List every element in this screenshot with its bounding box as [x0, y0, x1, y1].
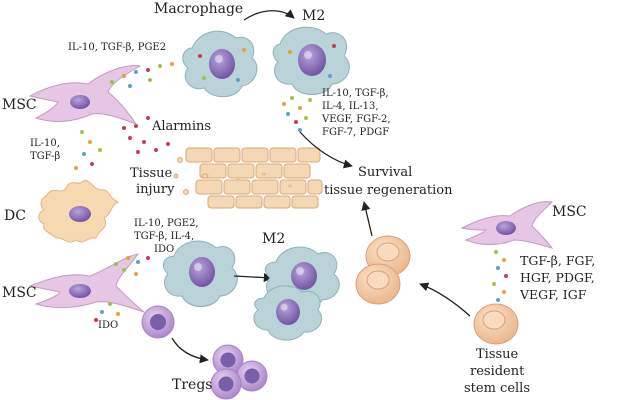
arrow-macrophage-to-m2	[243, 9, 295, 21]
msc-right-cell	[460, 201, 554, 249]
m2-top-label: M2	[302, 8, 325, 24]
factor-msc-bottom-1: IL-10, PGE2,	[134, 218, 199, 229]
alarmins-label: Alarmins	[151, 119, 211, 134]
msc-left-bottom-label: MSC	[2, 285, 37, 301]
secreted-factors-msc-right	[492, 250, 508, 302]
arrow-stem-to-proliferating	[419, 282, 471, 317]
alarmins-dots	[122, 116, 170, 154]
tregs-cluster	[210, 344, 268, 400]
dc-label: DC	[4, 208, 26, 224]
msc-left-bottom-cell	[28, 253, 145, 313]
factor-msc-bottom-2: TGF-β, IL-4,	[134, 231, 194, 242]
m2-macrophage-top	[272, 26, 350, 95]
secreted-factors-m2-top	[282, 96, 312, 132]
naive-t-cell	[141, 305, 175, 339]
dendritic-cell	[38, 179, 120, 243]
arrow-macrophage-to-m2-bottom	[233, 273, 273, 283]
factor-m2-top-2: IL-4, IL-13,	[322, 101, 379, 112]
msc-left-top-label: MSC	[2, 97, 37, 113]
tregs-label: Tregs	[172, 377, 212, 393]
factor-msc-bottom-3: IDO	[154, 244, 174, 255]
secreted-factors-msc-to-dc	[74, 130, 102, 170]
macrophage-bottom-cell	[162, 240, 238, 307]
survival-label-2: tissue regeneration	[324, 183, 453, 198]
factor-m2-top-1: IL-10, TGF-β,	[322, 88, 389, 99]
macrophage-cell	[182, 30, 258, 98]
macrophage-label: Macrophage	[154, 1, 243, 17]
injured-tissue	[173, 147, 323, 209]
arrow-to-tregs	[171, 337, 209, 364]
stem-label-1: Tissue	[476, 347, 519, 362]
tissue-injury-label-1: Tissue	[130, 166, 173, 181]
ido-label: IDO	[98, 320, 118, 331]
tissue-resident-stem-cell	[473, 303, 519, 345]
m2-macrophage-bottom	[253, 246, 340, 341]
secreted-factors-ido	[94, 302, 120, 322]
arrow-proliferating-to-survival	[361, 201, 373, 237]
survival-label-1: Survival	[358, 165, 412, 180]
proliferating-stem-cells	[355, 235, 411, 305]
m2-bottom-label: M2	[262, 231, 285, 247]
factor-m2-top-3: VEGF, FGF-2,	[321, 114, 391, 125]
stem-label-2: resident	[470, 364, 525, 379]
factor-msc-to-dc-2: TGF-β	[30, 151, 61, 162]
factor-msc-right-1: TGF-β, FGF,	[520, 253, 595, 268]
factor-msc-to-dc-1: IL-10,	[30, 138, 60, 149]
factor-msc-right-2: HGF, PDGF,	[520, 270, 595, 285]
secreted-factors-msc-to-macrophage	[110, 62, 174, 88]
secreted-factors-msc-bottom	[114, 256, 150, 276]
factor-msc-to-macrophage: IL-10, TGF-β, PGE2	[68, 42, 166, 53]
msc-right-label: MSC	[552, 204, 587, 220]
factor-msc-right-3: VEGF, IGF	[519, 287, 587, 302]
factor-m2-top-4: FGF-7, PDGF	[322, 127, 389, 138]
arrow-m2-to-survival	[299, 131, 353, 169]
tissue-injury-label-2: injury	[136, 182, 175, 197]
stem-label-3: stem cells	[464, 381, 530, 396]
